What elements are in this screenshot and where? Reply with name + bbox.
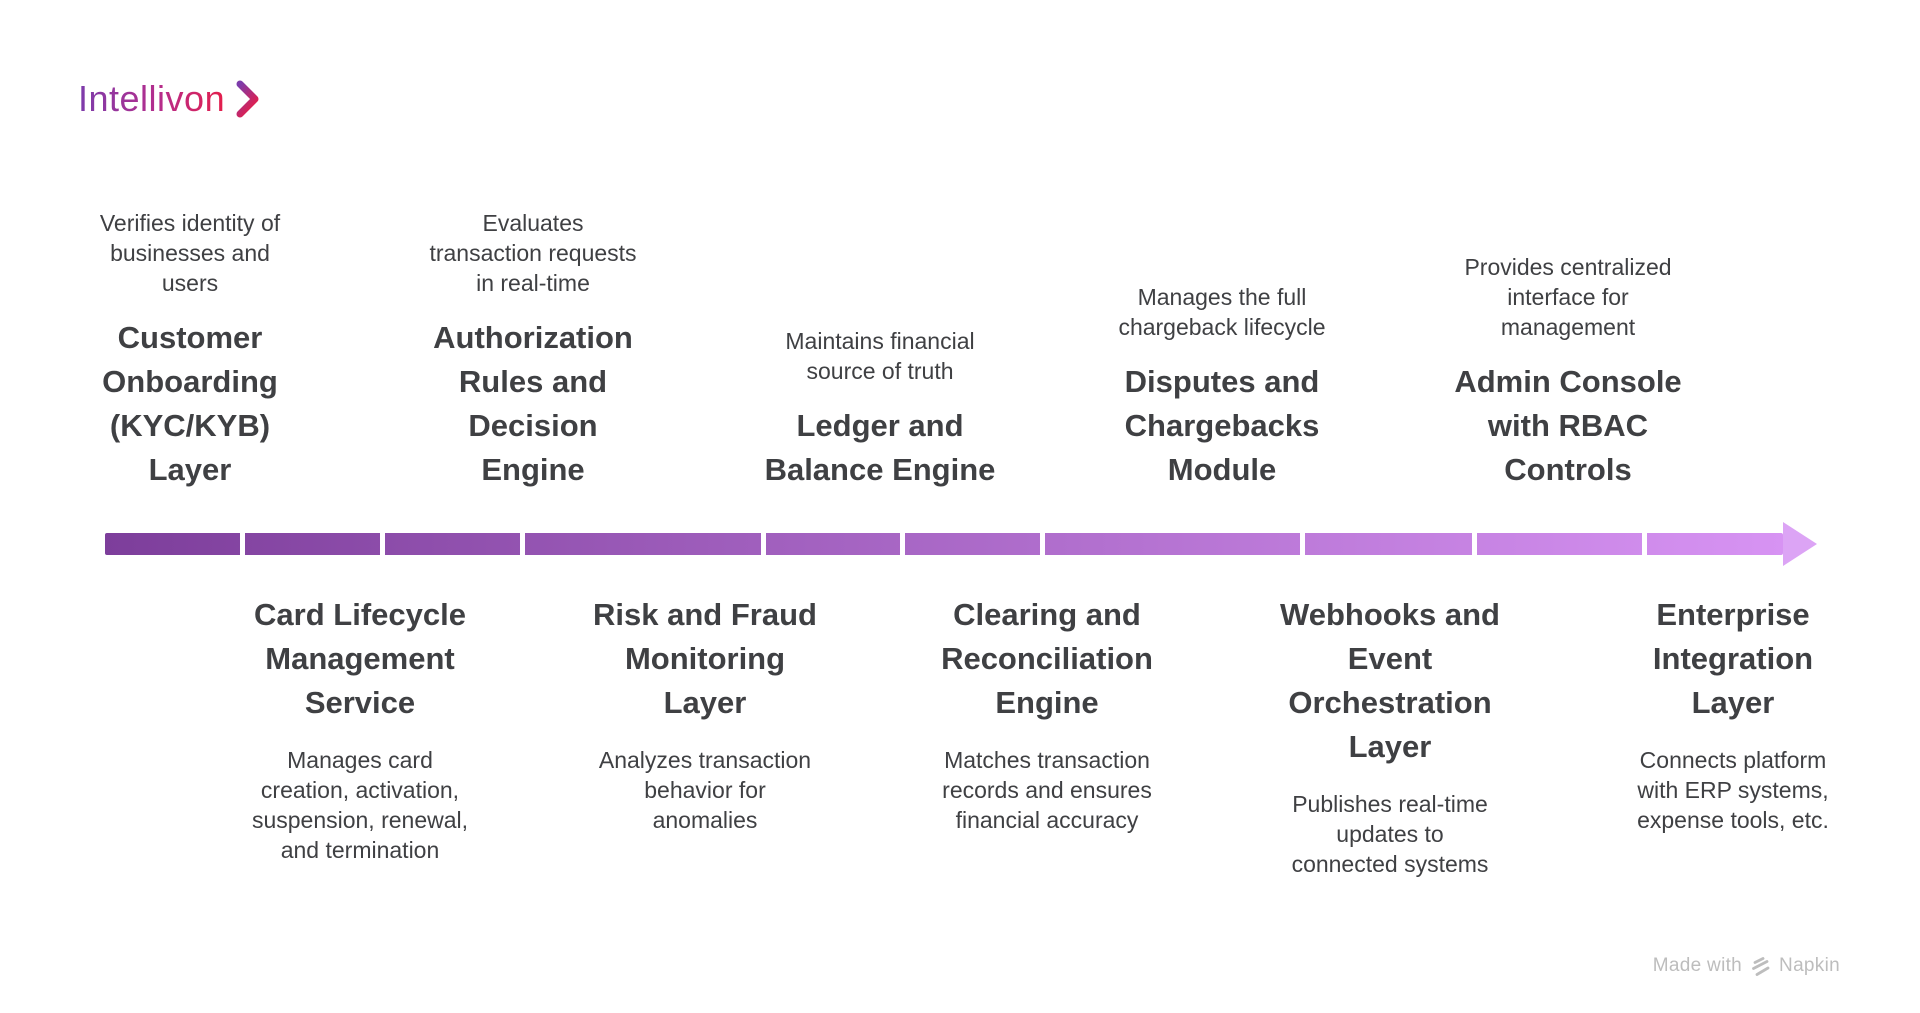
top-item-customer-onboarding: Verifies identity of businesses and user…	[40, 208, 340, 492]
item-description: Analyzes transaction behavior for anomal…	[598, 747, 812, 833]
item-title: Enterprise Integration Layer	[1652, 597, 1814, 720]
watermark-prefix: Made with	[1652, 955, 1743, 976]
arrow-segment-gap	[900, 531, 905, 557]
intellivon-logo-text: Intellivon	[78, 78, 226, 119]
process-arrow	[105, 531, 1783, 557]
logo-chevron-icon	[236, 80, 259, 118]
item-description: Manages the full chargeback lifecycle	[1118, 284, 1326, 340]
top-item-ledger-balance: Maintains financial source of truth Ledg…	[730, 326, 1030, 492]
bottom-item-enterprise-integration: Enterprise Integration Layer Connects pl…	[1573, 593, 1893, 835]
item-title: Risk and Fraud Monitoring Layer	[593, 597, 817, 720]
napkin-logo-icon	[1752, 956, 1770, 976]
item-description: Verifies identity of businesses and user…	[99, 210, 281, 296]
item-description: Matches transaction records and ensures …	[942, 747, 1152, 833]
arrow-head-icon	[1783, 522, 1817, 566]
bottom-item-webhooks-events: Webhooks and Event Orchestration Layer P…	[1230, 593, 1550, 879]
item-title: Customer Onboarding (KYC/KYB) Layer	[102, 320, 278, 487]
item-title: Disputes and Chargebacks Module	[1124, 364, 1320, 487]
item-description: Manages card creation, activation, suspe…	[251, 747, 469, 863]
arrow-segment-gap	[1300, 531, 1305, 557]
item-description: Provides centralized interface for manag…	[1464, 254, 1672, 340]
item-title: Webhooks and Event Orchestration Layer	[1280, 597, 1500, 764]
item-title: Authorization Rules and Decision Engine	[433, 320, 633, 487]
arrow-segment-gap	[240, 531, 245, 557]
made-with-napkin-watermark: Made with Napkin	[1653, 955, 1840, 977]
item-description: Publishes real-time updates to connected…	[1291, 791, 1489, 877]
top-item-authorization-rules: Evaluates transaction requests in real-t…	[383, 208, 683, 492]
item-title: Clearing and Reconciliation Engine	[941, 597, 1153, 720]
item-description: Maintains financial source of truth	[785, 328, 975, 384]
arrow-segment-gap	[1472, 531, 1477, 557]
bottom-item-clearing-reconciliation: Clearing and Reconciliation Engine Match…	[887, 593, 1207, 835]
item-description: Connects platform with ERP systems, expe…	[1637, 747, 1829, 833]
item-title: Ledger and Balance Engine	[764, 408, 996, 487]
bottom-item-risk-fraud: Risk and Fraud Monitoring Layer Analyzes…	[545, 593, 865, 835]
top-item-admin-console: Provides centralized interface for manag…	[1418, 252, 1718, 492]
arrow-segment-gap	[1040, 531, 1045, 557]
top-item-disputes-chargebacks: Manages the full chargeback lifecycle Di…	[1072, 282, 1372, 492]
item-description: Evaluates transaction requests in real-t…	[429, 210, 637, 296]
bottom-item-card-lifecycle: Card Lifecycle Management Service Manage…	[200, 593, 520, 865]
intellivon-logo: Intellivon	[78, 78, 262, 120]
arrow-segment-gap	[1642, 531, 1647, 557]
arrow-segment-gap	[761, 531, 766, 557]
item-title: Admin Console with RBAC Controls	[1454, 364, 1682, 487]
arrow-segment-gap	[520, 531, 525, 557]
watermark-brand: Napkin	[1779, 955, 1840, 976]
arrow-segment-gap	[380, 531, 385, 557]
item-title: Card Lifecycle Management Service	[254, 597, 466, 720]
